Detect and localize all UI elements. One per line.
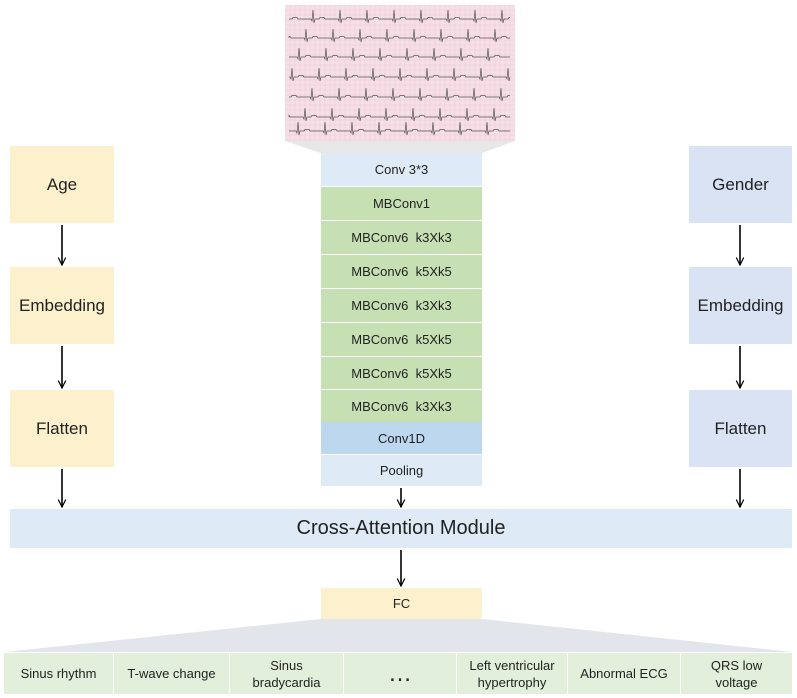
conv3x3-label: Conv 3*3 — [374, 162, 429, 177]
gender-input: Gender — [689, 146, 792, 223]
ecg-trace — [289, 47, 510, 62]
ecg-trace — [289, 121, 510, 136]
output-class-lvh: Left ventricular hypertrophy — [457, 653, 568, 694]
ecg-funnel — [285, 141, 515, 153]
gender-label: Gender — [712, 174, 769, 194]
output-class-sinus-bradycardia: Sinus bradycardia — [230, 653, 344, 694]
output-label-4: … — [388, 660, 412, 687]
output-class-t-wave-change: T-wave change — [114, 653, 230, 694]
age-flatten: Flatten — [10, 390, 114, 467]
output-label-6: Abnormal ECG — [580, 666, 668, 681]
output-class-qrs-low-voltage: QRS low voltage — [681, 653, 792, 694]
mbconv-label-1: MBConv1 — [372, 196, 431, 211]
age-flatten-label: Flatten — [36, 418, 88, 438]
gender-flatten: Flatten — [689, 390, 792, 467]
mbconv-block-5: MBConv6 k5Xk5 — [321, 322, 482, 356]
mbconv-block-3: MBConv6 k5Xk5 — [321, 254, 482, 288]
mbconv-block-1: MBConv1 — [321, 187, 482, 220]
age-embedding: Embedding — [10, 267, 114, 344]
output-label-1: Sinus rhythm — [20, 666, 97, 681]
mbconv-label-7: MBConv6 k3Xk3 — [351, 398, 452, 414]
fc-label: FC — [392, 596, 411, 611]
gender-flatten-label: Flatten — [714, 418, 767, 438]
output-class-abnormal-ecg: Abnormal ECG — [568, 653, 681, 694]
ecg-image — [285, 5, 515, 141]
output-class-sinus-rhythm: Sinus rhythm — [4, 653, 114, 694]
conv1d-block: Conv1D — [321, 422, 482, 454]
ecg-grid — [285, 5, 515, 141]
output-label-7: QRS low voltage — [710, 657, 763, 690]
pooling-block: Pooling — [321, 455, 482, 486]
age-label: Age — [46, 174, 78, 194]
ecg-trace — [289, 87, 510, 102]
ecg-trace — [289, 9, 510, 24]
mbconv-label-3: MBConv6 k5Xk5 — [351, 264, 452, 279]
conv3x3-block: Conv 3*3 — [321, 153, 482, 186]
mbconv-label-2: MBConv6 k3Xk3 — [351, 230, 452, 245]
cross-attention-module: Cross-Attention Module — [10, 509, 792, 548]
age-embedding-label: Embedding — [18, 295, 105, 315]
output-label-2: T-wave change — [127, 666, 216, 681]
mbconv-block-2: MBConv6 k3Xk3 — [321, 220, 482, 254]
gender-embedding-label: Embedding — [697, 295, 784, 315]
ecg-trace — [288, 28, 510, 43]
output-funnel — [4, 619, 792, 652]
mbconv-block-4: MBConv6 k3Xk3 — [321, 288, 482, 322]
output-label-5: Left ventricular hypertrophy — [469, 657, 555, 690]
output-label-3: Sinus bradycardia — [252, 657, 321, 690]
ecg-trace — [289, 67, 511, 82]
cross-attention-label: Cross-Attention Module — [296, 517, 506, 539]
mbconv-block-7: MBConv6 k3Xk3 — [321, 389, 482, 422]
fc-block: FC — [321, 588, 482, 619]
mbconv-label-4: MBConv6 k3Xk3 — [351, 298, 452, 313]
ecg-trace — [288, 107, 510, 122]
mbconv-label-6: MBConv6 k5Xk5 — [351, 365, 452, 381]
mbconv-block-6: MBConv6 k5Xk5 — [321, 356, 482, 389]
gender-embedding: Embedding — [689, 267, 792, 344]
mbconv-label-5: MBConv6 k5Xk5 — [351, 332, 452, 347]
age-input: Age — [10, 146, 114, 223]
pooling-label: Pooling — [379, 463, 424, 478]
output-class-ellipsis: … — [344, 653, 457, 694]
conv1d-label: Conv1D — [378, 430, 425, 446]
